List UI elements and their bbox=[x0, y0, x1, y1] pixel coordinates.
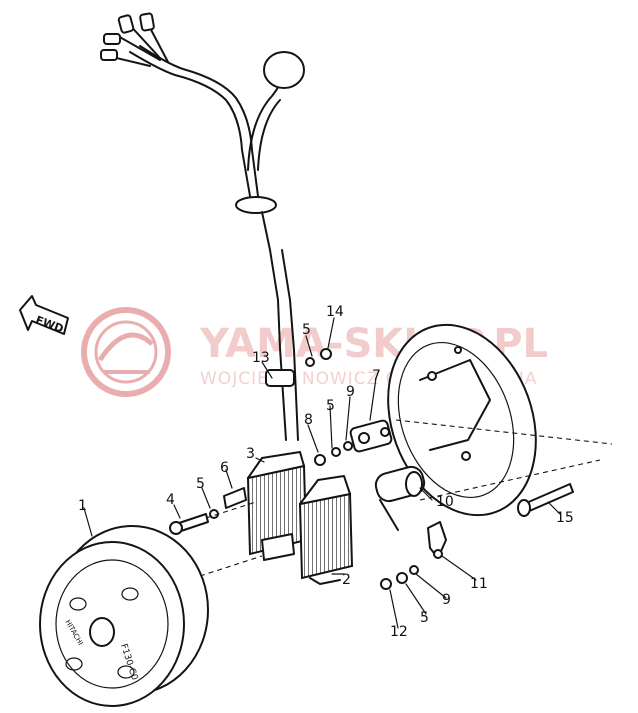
condenser bbox=[374, 465, 426, 531]
callout-12: 12 bbox=[390, 624, 408, 640]
coil-2 bbox=[298, 475, 354, 585]
callout-5d: 5 bbox=[302, 322, 311, 338]
coil-3 bbox=[246, 451, 308, 561]
callout-11: 11 bbox=[470, 576, 488, 592]
callout-5a: 5 bbox=[196, 476, 205, 492]
callout-9a: 9 bbox=[346, 384, 355, 400]
callout-8: 8 bbox=[304, 412, 313, 428]
callout-13: 13 bbox=[252, 350, 270, 366]
bolt-15 bbox=[517, 483, 574, 517]
callout-9b: 9 bbox=[442, 592, 451, 608]
points-piece bbox=[427, 521, 447, 559]
callout-2: 2 bbox=[342, 572, 351, 588]
callout-5c: 5 bbox=[420, 610, 429, 626]
callout-3: 3 bbox=[246, 446, 255, 462]
callout-4: 4 bbox=[166, 492, 175, 508]
callout-7: 7 bbox=[372, 368, 381, 384]
watermark-logo bbox=[81, 307, 171, 397]
fasteners bbox=[169, 348, 419, 590]
leader-lines bbox=[83, 317, 561, 629]
contact-breaker bbox=[349, 419, 393, 453]
callout-5b: 5 bbox=[326, 398, 335, 414]
callout-15: 15 bbox=[556, 510, 574, 526]
stator-plate bbox=[387, 323, 613, 517]
wiring-harness bbox=[100, 12, 305, 441]
callout-1: 1 bbox=[78, 498, 87, 514]
bracket-6 bbox=[223, 487, 247, 509]
callout-14: 14 bbox=[326, 304, 344, 320]
callout-6: 6 bbox=[220, 460, 229, 476]
flywheel: F130-C0 HITACHI bbox=[39, 525, 209, 707]
fwd-arrow: FWD bbox=[19, 295, 69, 336]
callout-10: 10 bbox=[436, 494, 454, 510]
callout-labels: 1 2 3 4 5 6 7 8 9 5 10 11 9 5 12 13 5 14… bbox=[78, 304, 574, 640]
